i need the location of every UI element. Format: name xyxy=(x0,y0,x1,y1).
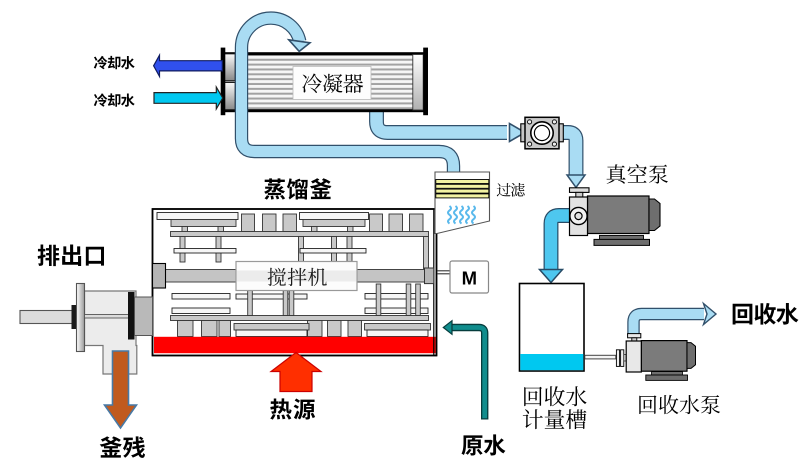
svg-text:M: M xyxy=(462,268,477,289)
